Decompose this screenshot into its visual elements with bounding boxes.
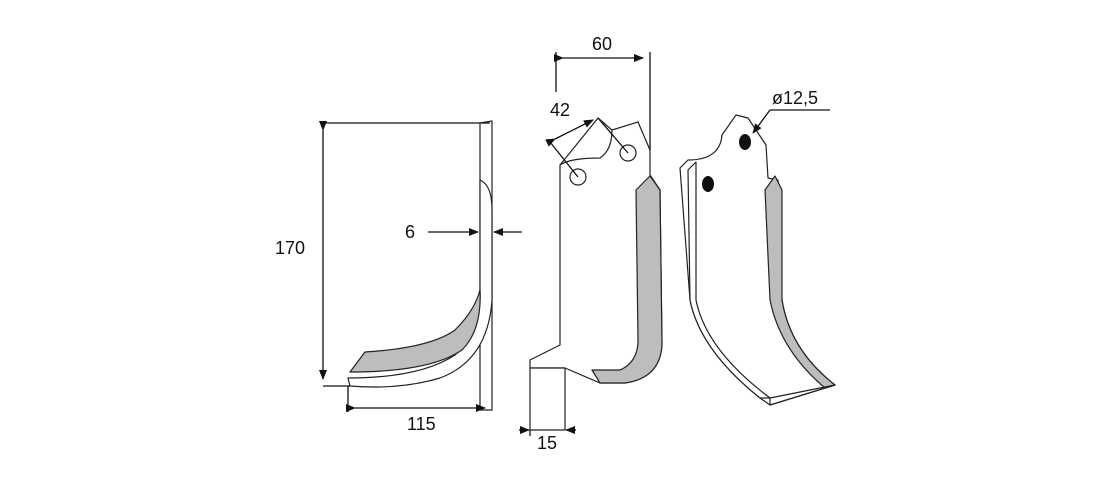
width-label: 115 — [407, 414, 436, 434]
blade-side-view — [347, 120, 493, 411]
blade-perspective-view — [679, 114, 836, 406]
foot-width-label: 15 — [537, 433, 557, 453]
top-width-label: 60 — [592, 34, 612, 54]
blade-front-view — [529, 117, 663, 431]
width-dimension: 115 — [346, 386, 486, 434]
height-label: 170 — [275, 238, 305, 258]
hole-diameter-dimension: ø12,5 — [752, 88, 830, 134]
mounting-hole — [702, 176, 714, 192]
thickness-label: 6 — [405, 222, 415, 242]
hole-spacing-dimension: 42 — [545, 100, 629, 178]
hole-diameter-label: ø12,5 — [772, 88, 818, 108]
mounting-hole — [739, 134, 751, 150]
foot-width-dimension: 15 — [519, 426, 576, 453]
height-dimension: 170 — [275, 121, 490, 387]
thickness-dimension: 6 — [405, 222, 522, 242]
hole-spacing-label: 42 — [550, 100, 570, 120]
top-width-dimension: 60 — [554, 34, 651, 150]
